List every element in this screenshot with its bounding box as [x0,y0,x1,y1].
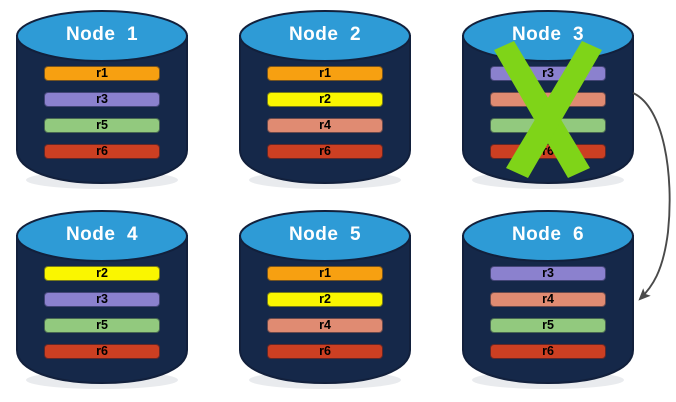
cylinder-top [16,210,188,262]
record-row[interactable]: r1 [44,66,160,81]
record-label: r1 [319,66,331,80]
record-label: r2 [96,266,108,280]
record-label: r6 [319,144,331,158]
record-row[interactable]: r4 [490,92,606,107]
record-label: r3 [542,266,554,280]
record-label: r1 [319,266,331,280]
record-row[interactable]: r2 [267,292,383,307]
record-row[interactable]: r6 [44,344,160,359]
cylinder-top [239,10,411,62]
record-row[interactable]: r2 [44,266,160,281]
record-label: r4 [542,292,554,306]
record-row[interactable]: r4 [267,318,383,333]
record-row[interactable]: r6 [44,144,160,159]
record-list: r3 r4 r5 r6 [490,66,606,170]
record-label: r4 [319,318,331,332]
record-row[interactable]: r6 [490,344,606,359]
cylinder-top [462,10,634,62]
record-row[interactable]: r2 [267,92,383,107]
record-label: r6 [96,144,108,158]
record-label: r5 [542,118,554,132]
record-label: r4 [542,92,554,106]
record-label: r4 [319,118,331,132]
record-list: r1 r2 r4 r6 [267,66,383,170]
record-row[interactable]: r5 [44,118,160,133]
record-row[interactable]: r4 [490,292,606,307]
record-label: r3 [96,292,108,306]
record-list: r3 r4 r5 r6 [490,266,606,370]
cylinder-top [239,210,411,262]
record-list: r1 r3 r5 r6 [44,66,160,170]
record-label: r6 [542,144,554,158]
record-row[interactable]: r3 [44,292,160,307]
record-list: r1 r2 r4 r6 [267,266,383,370]
record-label: r5 [542,318,554,332]
record-label: r3 [96,92,108,106]
record-row[interactable]: r3 [490,266,606,281]
record-row[interactable]: r3 [490,66,606,81]
record-row[interactable]: r6 [267,144,383,159]
record-row[interactable]: r6 [490,144,606,159]
cylinder-top [462,210,634,262]
record-row[interactable]: r3 [44,92,160,107]
record-label: r5 [96,318,108,332]
cylinder-top [16,10,188,62]
record-row[interactable]: r5 [490,318,606,333]
record-row[interactable]: r4 [267,118,383,133]
record-label: r1 [96,66,108,80]
record-label: r5 [96,118,108,132]
record-label: r6 [96,344,108,358]
record-label: r3 [542,66,554,80]
record-row[interactable]: r1 [267,266,383,281]
record-label: r6 [542,344,554,358]
record-label: r2 [319,92,331,106]
record-row[interactable]: r5 [44,318,160,333]
record-label: r6 [319,344,331,358]
record-label: r2 [319,292,331,306]
record-list: r2 r3 r5 r6 [44,266,160,370]
record-row[interactable]: r5 [490,118,606,133]
record-row[interactable]: r6 [267,344,383,359]
record-row[interactable]: r1 [267,66,383,81]
